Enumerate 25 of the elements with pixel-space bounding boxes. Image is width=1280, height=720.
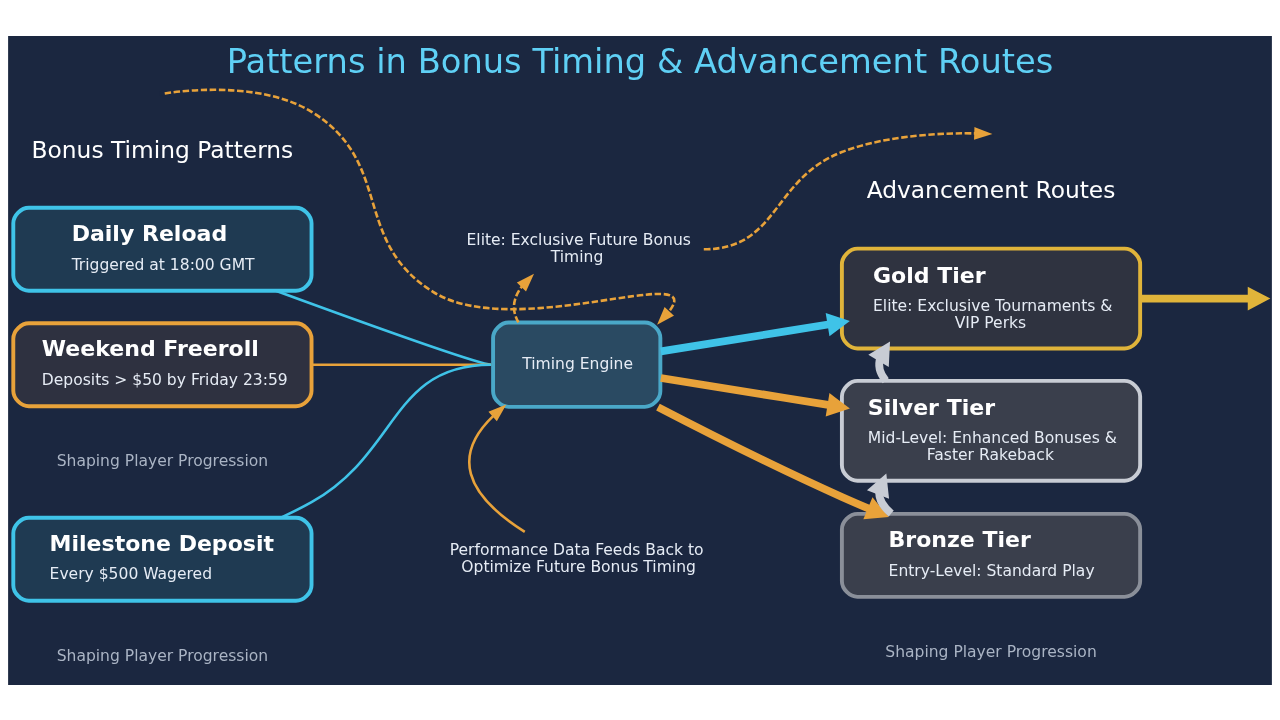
arrow: [512, 273, 535, 323]
node-box: Timing Engine: [491, 320, 663, 409]
node-text: Performance Data Feeds Back to Optimize Future Bonus Timing: [449, 540, 704, 576]
connector: [280, 362, 492, 519]
arrow: [164, 88, 675, 325]
arrow: [866, 472, 894, 516]
node-box: Daily Reload Triggered at 18:00 GMT: [11, 205, 314, 293]
node-box: Gold Tier Elite: Exclusive Tournaments & VIP Perks: [839, 246, 1143, 350]
label: Shaping Player Progression: [885, 642, 1097, 661]
arrow: [868, 340, 891, 383]
label: Bonus Timing Patterns: [31, 135, 294, 164]
arrow: [660, 312, 850, 355]
label: Shaping Player Progression: [56, 645, 269, 664]
node-box: Weekend Freeroll Deposits > $50 by Friday 23:59: [11, 320, 314, 408]
node-box: Silver Tier Mid-Level: Enhanced Bonuses & Faster Rakeback: [839, 378, 1143, 483]
node-box: Milestone Deposit Every $500 Wagered: [11, 515, 314, 603]
arrow: [656, 403, 889, 519]
arrow: [660, 373, 850, 416]
node-text: Elite: Exclusive Future Bonus Timing: [466, 230, 691, 266]
arrow: [468, 404, 526, 533]
arrow: [703, 126, 993, 251]
label: Advancement Routes: [866, 175, 1116, 204]
label: Shaping Player Progression: [56, 451, 269, 470]
node-box: Bronze Tier Entry-Level: Standard Play: [839, 511, 1143, 599]
diagram-title: Patterns in Bonus Timing & Advancement Routes: [226, 41, 1054, 81]
